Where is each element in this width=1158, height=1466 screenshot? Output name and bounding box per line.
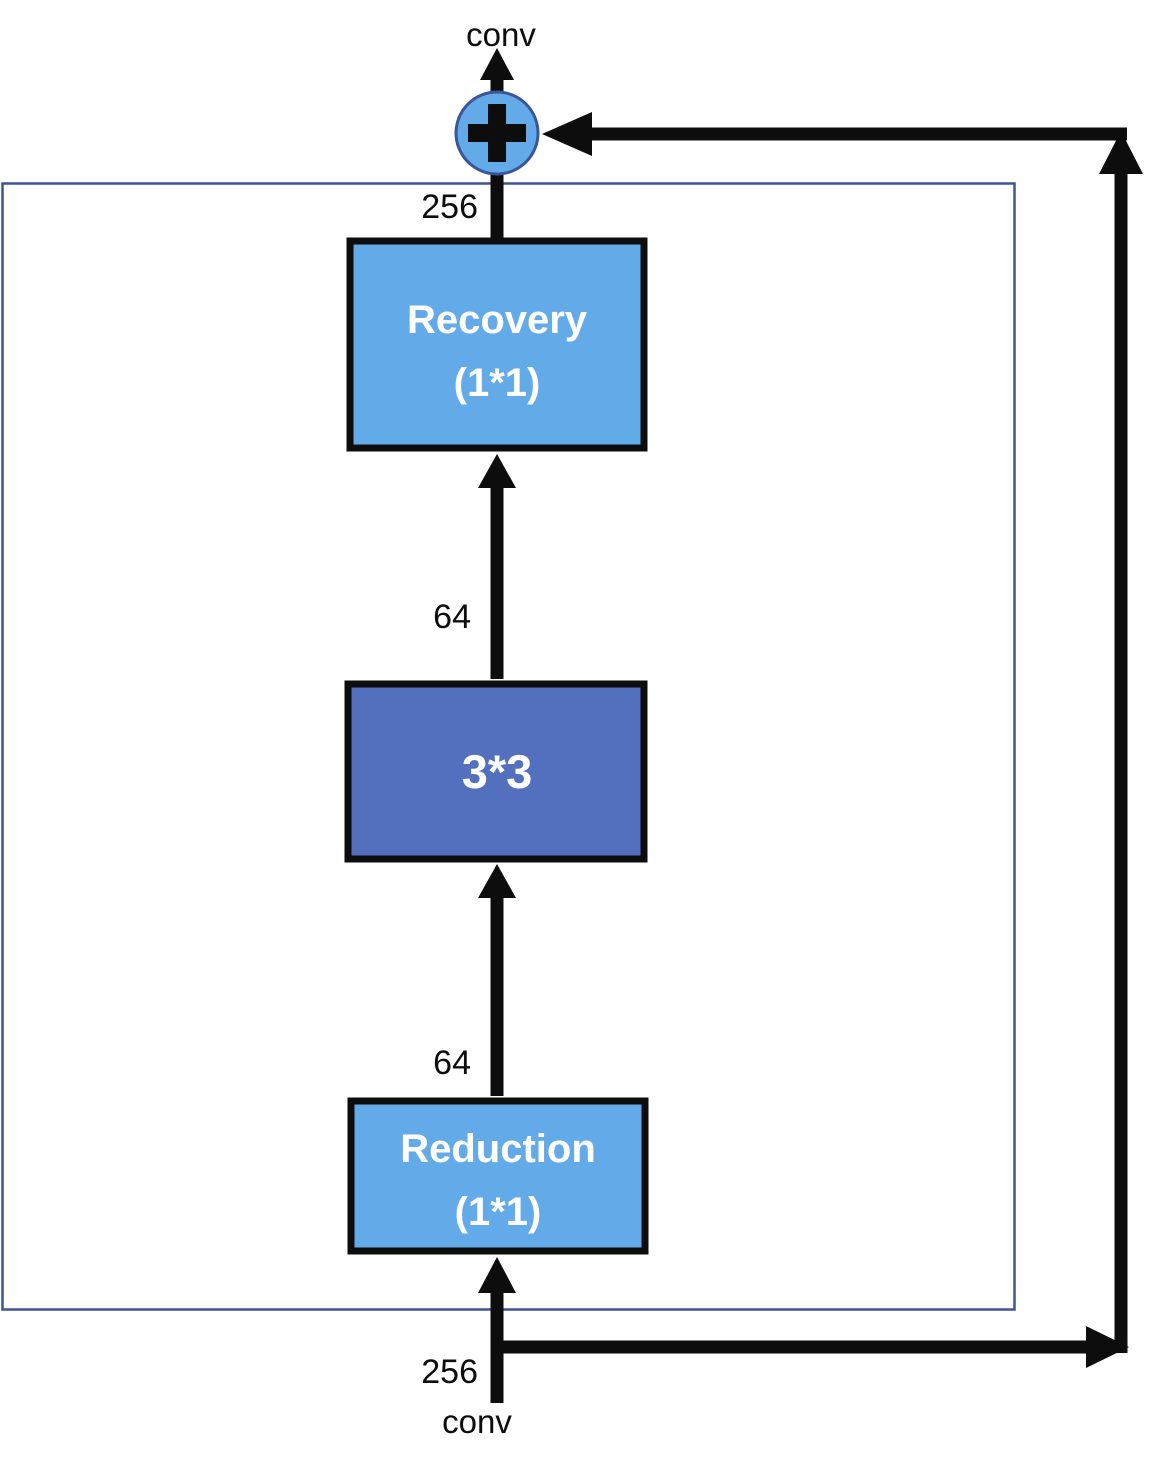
sum-node <box>454 90 540 176</box>
recovery-block: Recovery (1*1) <box>346 237 648 452</box>
arrowhead-up-into-reduction-icon <box>478 1257 516 1293</box>
arrowhead-up-into-conv3x3-icon <box>478 864 516 898</box>
arrowhead-right-skip-icon <box>1086 1326 1129 1368</box>
output-conv-label: conv <box>466 16 536 53</box>
reduction-block-title: Reduction <box>400 1127 596 1171</box>
arrowhead-up-into-recovery-icon <box>478 454 516 488</box>
conv3x3-block-title: 3*3 <box>462 745 533 798</box>
recovery-block-title: Recovery <box>407 298 588 342</box>
conv3x3-block: 3*3 <box>344 680 648 863</box>
arrowhead-up-output-icon <box>480 48 514 80</box>
channels-256-top-label: 256 <box>421 188 478 226</box>
conv3x3-block-rect <box>344 680 648 863</box>
arrowhead-left-into-sum-icon <box>542 112 592 156</box>
plus-icon <box>468 104 526 162</box>
arrowhead-up-skip-icon <box>1099 131 1143 174</box>
skip-connection <box>491 127 1128 1354</box>
reduction-block-kernel: (1*1) <box>455 1190 542 1234</box>
recovery-block-kernel: (1*1) <box>454 361 541 405</box>
channels-256-bottom-label: 256 <box>421 1353 478 1391</box>
arrowheads <box>478 48 1143 1368</box>
residual-block-boundary <box>1 182 1016 1311</box>
channels-64-lower-label: 64 <box>433 1044 471 1082</box>
plus-icon-vbar <box>488 104 506 162</box>
recovery-block-rect <box>346 237 648 452</box>
input-conv-label: conv <box>442 1403 512 1440</box>
reduction-block-rect <box>347 1097 649 1255</box>
channels-64-upper-label: 64 <box>433 598 471 636</box>
reduction-block: Reduction (1*1) <box>347 1097 649 1255</box>
